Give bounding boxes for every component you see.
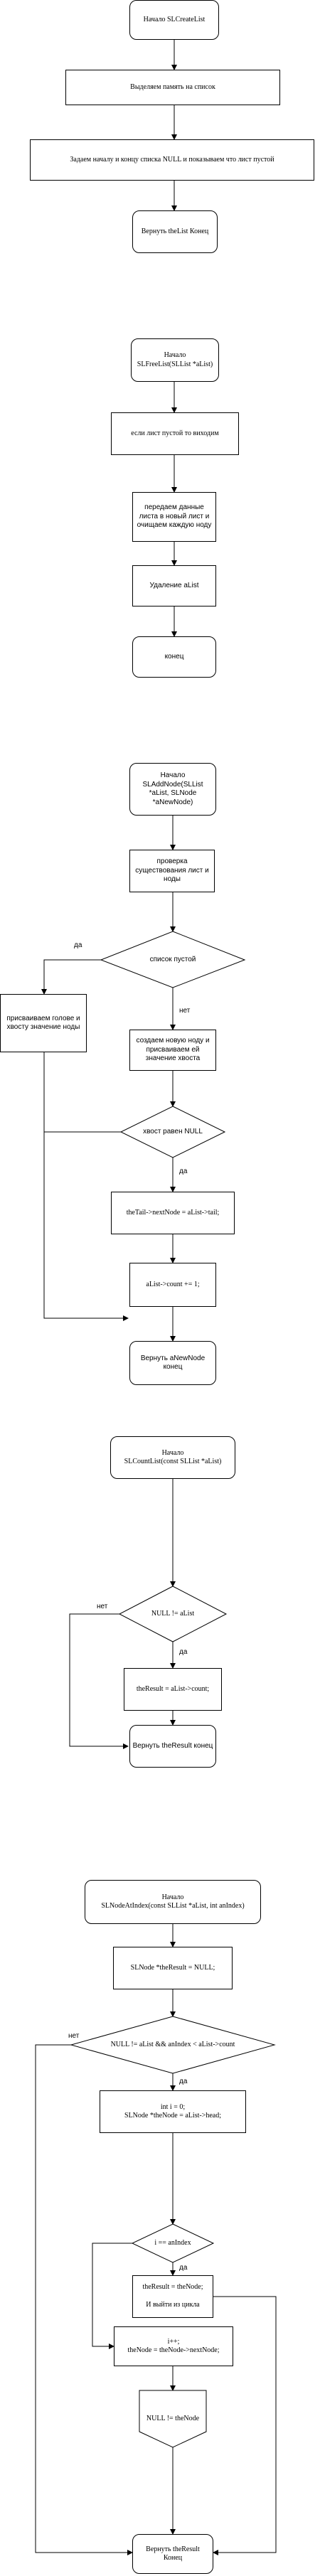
f3-yes2-label: да: [179, 1167, 188, 1175]
f5-init-node: SLNode *theResult = NULL;: [113, 1947, 233, 1989]
f1-alloc-node: Выделяем память на список: [65, 70, 280, 105]
decision-list-empty-shape: [100, 931, 246, 988]
f5-index-question: i == anIndex: [154, 2238, 191, 2247]
f1-start-node: Начало SLCreateList: [129, 0, 219, 40]
f5-yes2-label: да: [179, 2264, 188, 2272]
decision-index-valid-shape: [70, 2016, 276, 2074]
f2-end-node: конец: [132, 636, 216, 678]
f3-count-node: aList->count += 1;: [129, 1263, 216, 1307]
f5-found-node: theResult = theNode; И выйти из цикла: [132, 2275, 213, 2318]
f2-check-node: если лист пустой то виходим: [111, 412, 239, 455]
f5-start-node: Начало SLNodeAtIndex(const SLList *aList…: [85, 1880, 261, 1924]
f1-set-null-node: Задаем началу и концу списка NULL и пока…: [30, 139, 314, 181]
f3-tail-question: хвост равен NULL: [143, 1127, 203, 1135]
f3-check-node: проверка существования лист и ноды: [129, 850, 215, 892]
f3-end-node: Вернуть aNewNode конец: [129, 1341, 216, 1385]
f3-create-node: создаем новую ноду и присваиваем ей знач…: [129, 1030, 216, 1071]
f5-yes-label: да: [179, 2078, 188, 2085]
decision-tail-null-shape: [119, 1106, 226, 1158]
f3-yes-label: да: [74, 941, 82, 949]
connector-yes: [41, 959, 101, 995]
connector: [43, 1052, 129, 1321]
f4-end-node: Вернуть theResult конец: [129, 1725, 216, 1768]
f2-move-node: передаем данные листа в новый лист и очи…: [132, 492, 216, 542]
f3-no-label: нет: [179, 1007, 191, 1015]
f4-yes-label: да: [179, 1648, 188, 1656]
f5-end-node: Вернуть theResult Конец: [132, 2534, 213, 2574]
f4-start-node: Начало SLCountList(const SLList *aList): [110, 1436, 235, 1479]
f5-no-label: нет: [68, 2032, 80, 2040]
f4-no-label: нет: [97, 1603, 108, 1610]
connector: [92, 2243, 132, 2349]
f4-assign-node: theResult = aList->count;: [124, 1668, 222, 1711]
f4-condition: NULL != aList: [151, 1609, 195, 1618]
connector: [213, 2296, 277, 2555]
f5-condition: NULL != aList && anIndex < aList->count: [110, 2040, 235, 2048]
connector-no: [35, 2044, 133, 2555]
f3-start-node: Начало SLAddNode(SLList *aList, SLNode *…: [129, 763, 216, 816]
f2-delete-node: Удаление aList: [132, 565, 216, 606]
f5-loop-question: NULL != theNode: [146, 2414, 200, 2422]
connector-no: [69, 1613, 129, 1749]
f1-end-node: Вернуть theList Конец: [132, 210, 218, 253]
decision-node-not-null-shape: [139, 2390, 207, 2448]
f2-start-node: Начало SLFreeList(SLList *aList): [131, 338, 219, 382]
decision-list-not-null-shape: [118, 1586, 228, 1642]
f3-next-node: theTail->nextNode = aList->tail;: [111, 1192, 235, 1234]
decision-i-equals-index-shape: [131, 2223, 215, 2263]
f5-increment-node: i++; theNode = theNode->nextNode;: [114, 2326, 233, 2366]
f5-loop-init-node: int i = 0; SLNode *theNode = aList->head…: [100, 2090, 246, 2133]
f3-assign-node: присваиваем голове и хвосту значение нод…: [0, 994, 87, 1052]
f3-empty-question: список пустой: [149, 955, 196, 963]
